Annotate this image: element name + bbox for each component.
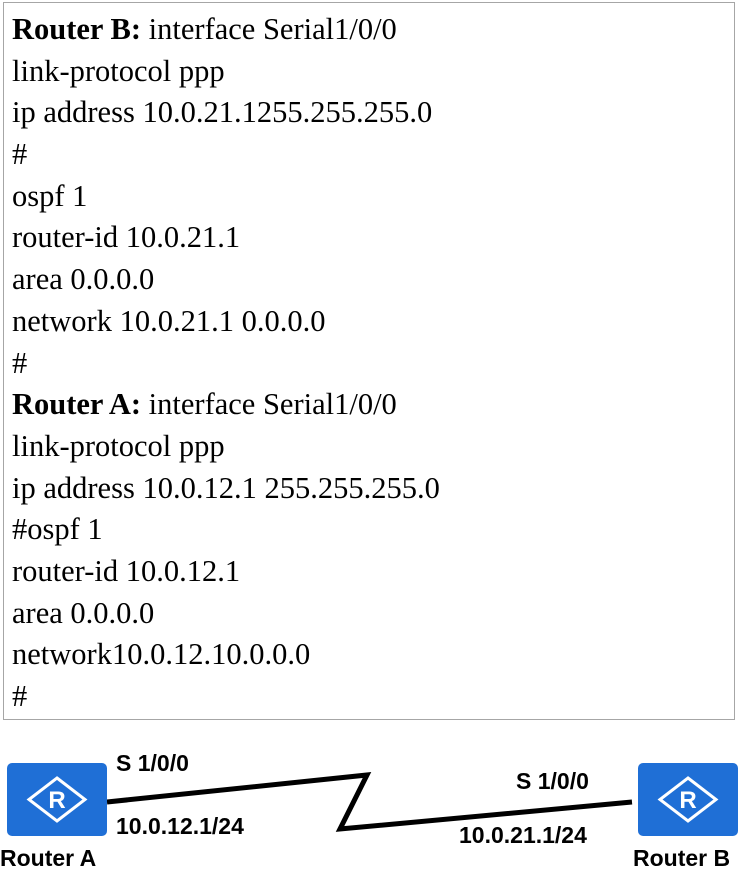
network-topology: R R S 1/0/0 10.0.12.1/24 Router A S 1/0/… bbox=[0, 735, 750, 872]
svg-text:R: R bbox=[48, 787, 65, 814]
config-line: network10.0.12.10.0.0.0 bbox=[12, 634, 440, 676]
config-line: #ospf 1 bbox=[12, 509, 440, 551]
config-line-text: # bbox=[12, 137, 28, 172]
config-line: area 0.0.0.0 bbox=[12, 259, 440, 301]
config-line-text: # bbox=[12, 679, 28, 713]
config-line-text: ip address 10.0.12.1 255.255.255.0 bbox=[12, 470, 440, 505]
router-a-name: Router A bbox=[0, 845, 97, 871]
config-line-text: ospf 1 bbox=[12, 178, 88, 213]
config-line: ip address 10.0.21.1255.255.255.0 bbox=[12, 92, 440, 134]
config-panel: Router B: interface Serial1/0/0 link-pro… bbox=[3, 2, 735, 720]
config-lines: Router B: interface Serial1/0/0 link-pro… bbox=[12, 9, 440, 718]
config-line-text: area 0.0.0.0 bbox=[12, 595, 155, 630]
config-line: Router B: interface Serial1/0/0 bbox=[12, 9, 440, 51]
config-line-text: interface Serial1/0/0 bbox=[141, 387, 397, 422]
config-line: link-protocol ppp bbox=[12, 426, 440, 468]
config-line-text: area 0.0.0.0 bbox=[12, 262, 155, 297]
router-b-icon: R bbox=[638, 763, 738, 836]
config-line: # bbox=[12, 343, 440, 385]
router-b-label: Router B: bbox=[12, 12, 142, 46]
router-b-ip: 10.0.21.1/24 bbox=[459, 822, 587, 848]
config-line: router-id 10.0.12.1 bbox=[12, 551, 440, 593]
config-line-text: #ospf 1 bbox=[12, 512, 103, 547]
router-a-ip: 10.0.12.1/24 bbox=[116, 813, 244, 839]
config-line: ospf 1 bbox=[12, 176, 440, 218]
config-line-text: link-protocol ppp bbox=[12, 428, 225, 463]
config-line: Router A: interface Serial1/0/0 bbox=[12, 384, 440, 426]
config-line: network 10.0.21.1 0.0.0.0 bbox=[12, 301, 440, 343]
router-b-name: Router B bbox=[633, 845, 731, 871]
config-line-text: router-id 10.0.21.1 bbox=[12, 220, 241, 255]
router-a-icon: R bbox=[7, 763, 107, 836]
serial-link bbox=[106, 772, 633, 832]
config-line: ip address 10.0.12.1 255.255.255.0 bbox=[12, 468, 440, 510]
config-line: area 0.0.0.0 bbox=[12, 593, 440, 635]
topology-drawing: R R bbox=[7, 763, 738, 836]
svg-text:R: R bbox=[679, 787, 696, 814]
config-line-text: link-protocol ppp bbox=[12, 53, 225, 88]
config-line: # bbox=[12, 676, 440, 718]
config-line: router-id 10.0.21.1 bbox=[12, 217, 440, 259]
config-line-text: interface Serial1/0/0 bbox=[141, 12, 397, 46]
config-line-text: network10.0.12.10.0.0.0 bbox=[12, 637, 311, 672]
router-a-label: Router A: bbox=[12, 387, 142, 422]
config-line: # bbox=[12, 134, 440, 176]
router-b-interface: S 1/0/0 bbox=[516, 768, 589, 794]
config-line-text: ip address 10.0.21.1255.255.255.0 bbox=[12, 95, 433, 130]
config-line-text: network 10.0.21.1 0.0.0.0 bbox=[12, 303, 326, 338]
config-line-text: # bbox=[12, 345, 28, 380]
config-line: link-protocol ppp bbox=[12, 51, 440, 93]
router-a-interface: S 1/0/0 bbox=[116, 750, 189, 776]
config-line-text: router-id 10.0.12.1 bbox=[12, 553, 241, 588]
